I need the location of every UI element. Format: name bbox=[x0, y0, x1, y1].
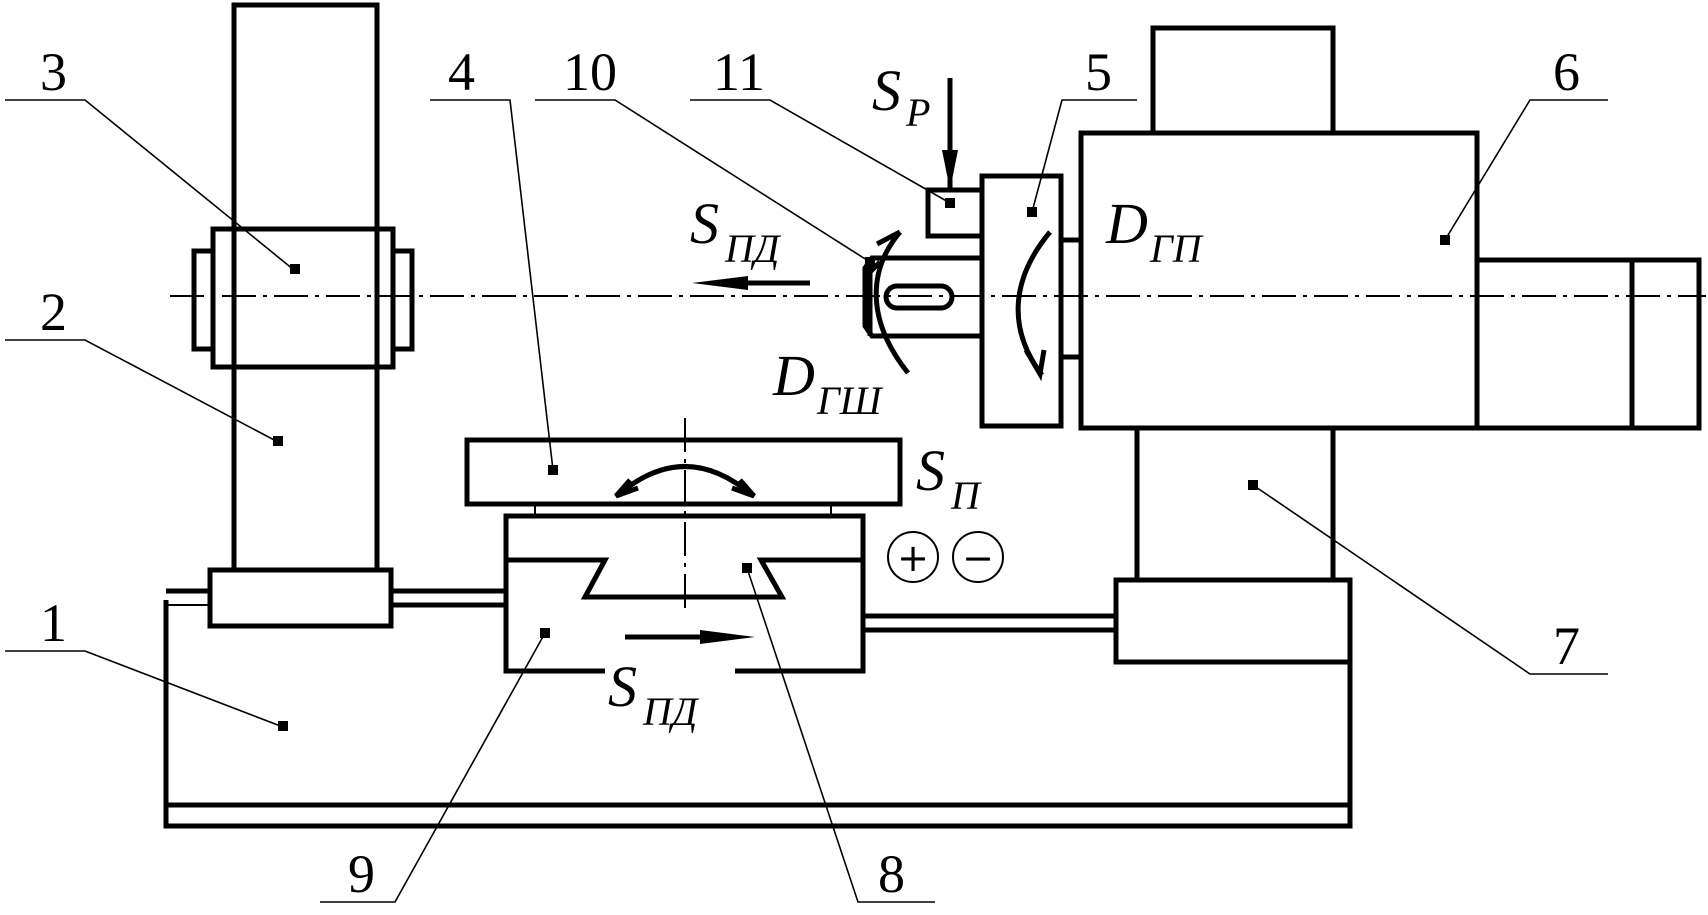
svg-text:D: D bbox=[1105, 191, 1148, 256]
label-6: 6 bbox=[1553, 42, 1580, 102]
part-dots bbox=[273, 198, 1450, 731]
spindle-cutter bbox=[862, 229, 982, 375]
cross-slide bbox=[503, 513, 866, 600]
svg-text:S: S bbox=[690, 191, 719, 256]
label-8: 8 bbox=[878, 844, 905, 904]
svg-text:S: S bbox=[916, 438, 945, 503]
label-1: 1 bbox=[40, 593, 67, 653]
symbol-sr: S P bbox=[872, 58, 930, 135]
symbol-dgsh: D ГШ bbox=[772, 343, 884, 423]
bed bbox=[163, 588, 1353, 829]
minus-circle bbox=[952, 531, 1004, 583]
symbol-sp: S П bbox=[916, 438, 982, 518]
leader-lines bbox=[5, 99, 1608, 903]
plus-sign: + bbox=[897, 536, 929, 580]
symbol-spd-top: S ПД bbox=[690, 191, 782, 271]
label-9: 9 bbox=[348, 844, 375, 904]
label-10: 10 bbox=[563, 42, 617, 102]
label-4: 4 bbox=[448, 42, 475, 102]
svg-text:S: S bbox=[872, 58, 901, 123]
column bbox=[207, 2, 394, 629]
svg-text:P: P bbox=[905, 90, 930, 135]
upright bbox=[1113, 25, 1353, 665]
label-2: 2 bbox=[40, 282, 67, 342]
plus-circle bbox=[887, 531, 939, 583]
label-7: 7 bbox=[1553, 616, 1580, 676]
headstock bbox=[1078, 130, 1702, 431]
sr-arrowhead bbox=[942, 150, 958, 190]
label-3: 3 bbox=[40, 42, 67, 102]
label-11: 11 bbox=[713, 42, 765, 102]
column-carriage bbox=[191, 226, 415, 370]
spindle-head bbox=[979, 173, 1084, 429]
svg-text:D: D bbox=[772, 343, 815, 408]
svg-text:ПД: ПД bbox=[724, 226, 782, 271]
minus-sign: − bbox=[962, 536, 994, 580]
tool-holder bbox=[925, 187, 985, 239]
svg-text:ПД: ПД bbox=[642, 689, 700, 734]
label-5: 5 bbox=[1085, 42, 1112, 102]
svg-text:П: П bbox=[950, 473, 982, 518]
svg-text:S: S bbox=[608, 654, 637, 719]
symbol-dgp: D ГП bbox=[1105, 191, 1204, 271]
spd-top-arrowhead bbox=[692, 276, 748, 290]
svg-text:ГШ: ГШ bbox=[816, 378, 884, 423]
svg-text:ГП: ГП bbox=[1149, 226, 1204, 271]
rotary-table bbox=[464, 437, 903, 517]
spd-bottom-arrowhead bbox=[700, 630, 755, 644]
symbol-spd-bottom: S ПД bbox=[608, 654, 700, 734]
saddle bbox=[503, 560, 866, 674]
guideways bbox=[391, 588, 1116, 633]
